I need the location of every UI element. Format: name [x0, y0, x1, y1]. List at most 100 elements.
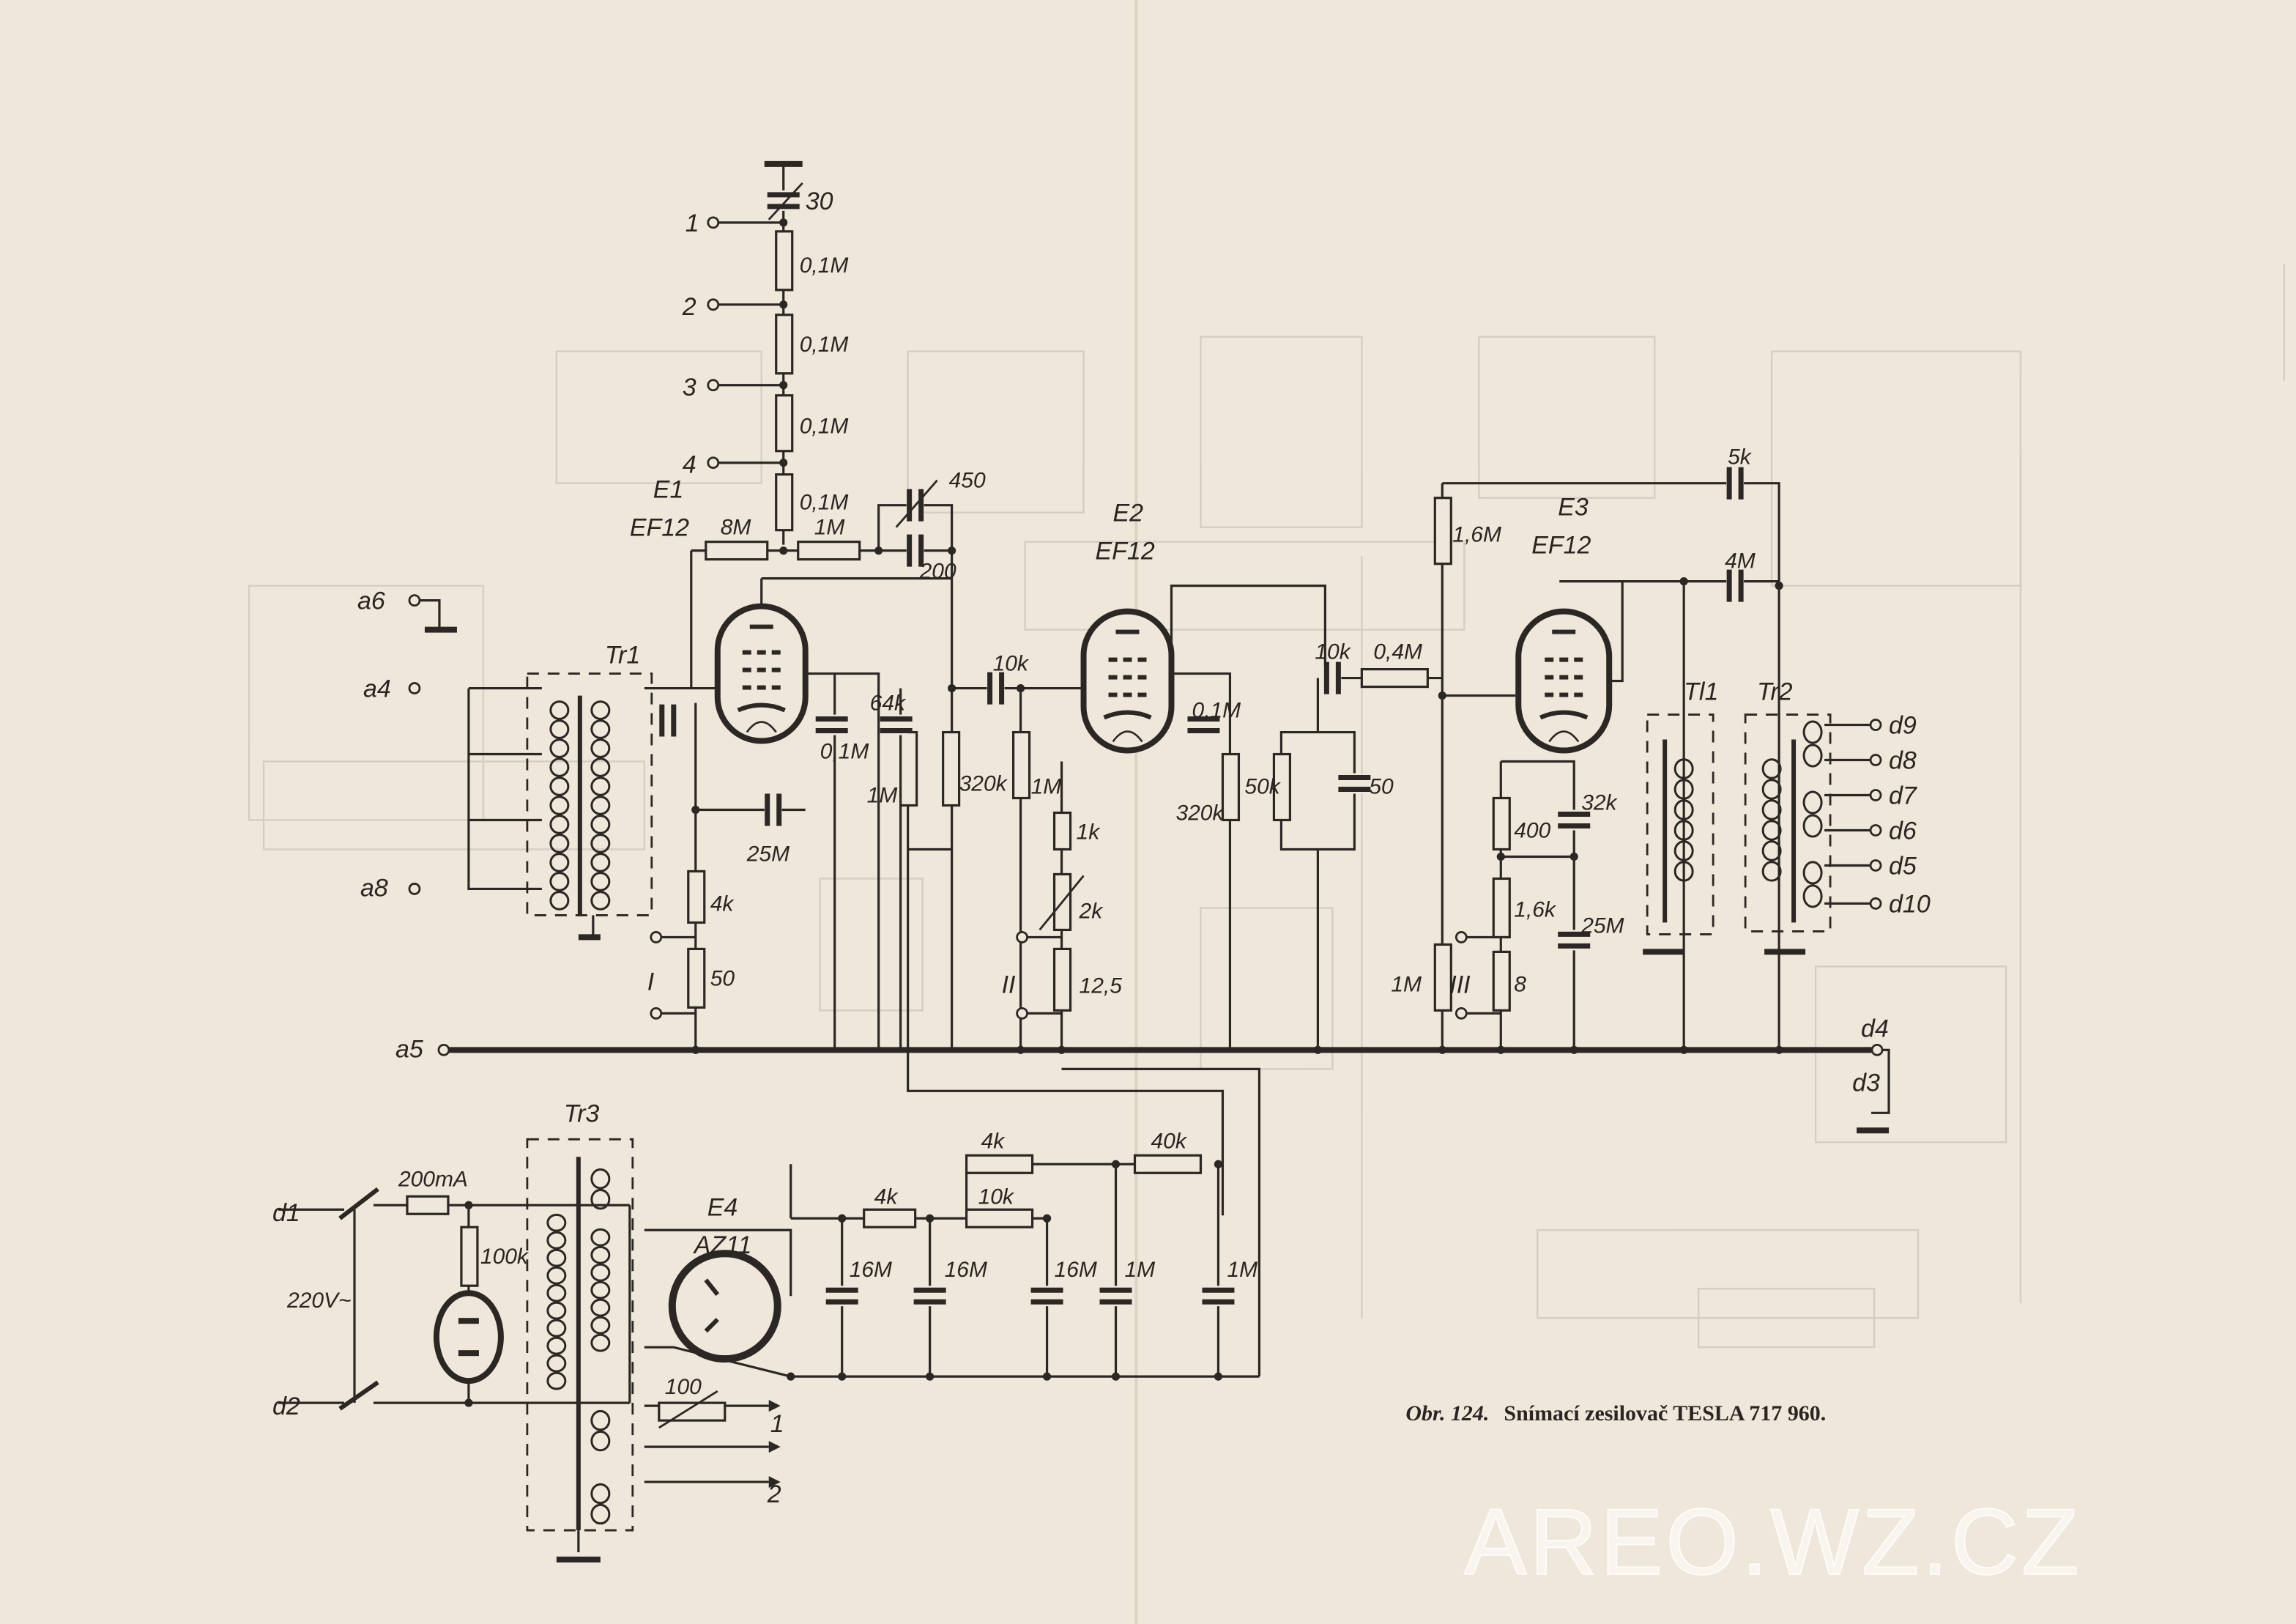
junction-dot [779, 218, 788, 227]
e2-type: EF12 [1096, 538, 1155, 566]
coil-turn [1673, 861, 1694, 882]
coil-turn [590, 719, 611, 739]
tube-grid [757, 685, 766, 690]
capacitor [764, 793, 782, 826]
coil-turn [1802, 861, 1823, 885]
coil-turn [1673, 799, 1694, 820]
r4k-b-label: 4k [981, 1129, 1006, 1153]
capacitor [658, 704, 677, 737]
coil-turn [590, 1189, 611, 1210]
switch-III-label: III [1449, 971, 1471, 998]
terminal-connector [1454, 931, 1468, 943]
coil-turn [590, 1245, 611, 1264]
wire [644, 1228, 792, 1297]
coil-turn [590, 834, 611, 853]
capacitor [1726, 569, 1745, 602]
junction-dot [464, 1201, 473, 1209]
c10k-b-label: 10k [1315, 640, 1351, 664]
coil-turn [590, 796, 611, 815]
resistor [1272, 752, 1292, 822]
coil-winding [590, 700, 611, 911]
tube-grid [1545, 675, 1554, 680]
junction-dot [1042, 1214, 1052, 1223]
junction-dot [779, 459, 788, 467]
r125-label: 12,5 [1080, 974, 1123, 998]
wire [1061, 1067, 1261, 1377]
junction-dot [1214, 1372, 1223, 1381]
coil-turn [549, 719, 570, 739]
junction-dot [1438, 691, 1446, 700]
coil-turn [1761, 779, 1782, 800]
tube-grid [1559, 692, 1569, 697]
r1m-e2-label: 1M [1031, 775, 1062, 799]
terminal-connector [1869, 824, 1882, 837]
output-1-label: 1 [770, 1410, 784, 1438]
adjust-arrow-icon [768, 182, 803, 220]
terminal-d2-label: d2 [272, 1393, 300, 1420]
terminal-connector [1016, 1006, 1028, 1020]
junction-dot [1057, 1045, 1066, 1054]
resistor [1492, 950, 1511, 1012]
r01d-label: 0,1M [800, 491, 849, 515]
junction-dot [464, 1398, 473, 1407]
junction-dot [1775, 582, 1783, 590]
mains-switch [338, 1380, 379, 1411]
junction-dot [1111, 1160, 1121, 1168]
coil-turn [1802, 814, 1823, 838]
resistor [1133, 1154, 1203, 1174]
coil-winding [1802, 720, 1823, 768]
coil-turn [590, 1430, 611, 1452]
terminal-connector [707, 216, 720, 229]
junction-dot [1569, 852, 1578, 861]
junction-dot [838, 1372, 847, 1381]
wire [1279, 678, 1356, 851]
resistor [705, 541, 769, 561]
tube-grid [1123, 692, 1132, 697]
tr3-label: Tr3 [564, 1100, 600, 1127]
coil-turn [546, 1283, 567, 1302]
junction-dot [1016, 683, 1025, 693]
r8-label: 8 [1514, 972, 1526, 996]
resistor [1221, 752, 1241, 822]
c30-label: 30 [806, 188, 833, 215]
ghost-shape [819, 878, 924, 1012]
terminal-d8-label: d8 [1889, 747, 1917, 775]
c16m-b-label: 16M [945, 1258, 987, 1282]
ghost-shape [1697, 1288, 1876, 1349]
e3-type: EF12 [1531, 532, 1591, 560]
terminal-connector [650, 1006, 663, 1020]
coil-turn [590, 1263, 611, 1282]
r2k-label: 2k [1079, 899, 1104, 923]
terminal-d1-label: d1 [272, 1199, 300, 1227]
caption-text: Obr. 124. Snímací zesilovač TESLA 717 96… [1405, 1400, 1826, 1425]
rectifier-anode [704, 1318, 719, 1333]
r100k-label: 100k [480, 1245, 530, 1269]
terminal-connector [1869, 754, 1882, 766]
tube-grid [1137, 692, 1147, 697]
terminal-a6-label: a6 [357, 587, 385, 615]
resistor [775, 473, 794, 532]
wire [1171, 672, 1232, 1050]
coil-turn [590, 872, 611, 891]
ghost-shape [1770, 350, 2022, 587]
tube-grid [742, 685, 751, 690]
capacitor [1202, 1286, 1235, 1307]
mains-switch [338, 1187, 379, 1220]
r40k-label: 40k [1151, 1129, 1187, 1153]
terminal-connector [1869, 897, 1882, 910]
terminal-labels: 1 2 3 4 a6 a4 a8 a5 d4 d3 d9 d8 d7 d6 d5… [272, 210, 1931, 1508]
coil-turn [549, 891, 570, 911]
capacitor [1726, 467, 1745, 500]
resistor [658, 1401, 727, 1422]
bleed-through-ghost [248, 263, 2285, 1349]
coil-turn [590, 1168, 611, 1190]
output-arrow-icon [768, 1476, 781, 1488]
resistor [1360, 667, 1429, 689]
tube-grid [1559, 675, 1569, 680]
wire [907, 849, 1225, 1216]
coil-turn [1802, 884, 1823, 908]
coil-turn [1802, 790, 1823, 815]
junction-dot [1042, 1372, 1052, 1381]
resistor [965, 1208, 1034, 1228]
coil-turn [549, 853, 570, 872]
